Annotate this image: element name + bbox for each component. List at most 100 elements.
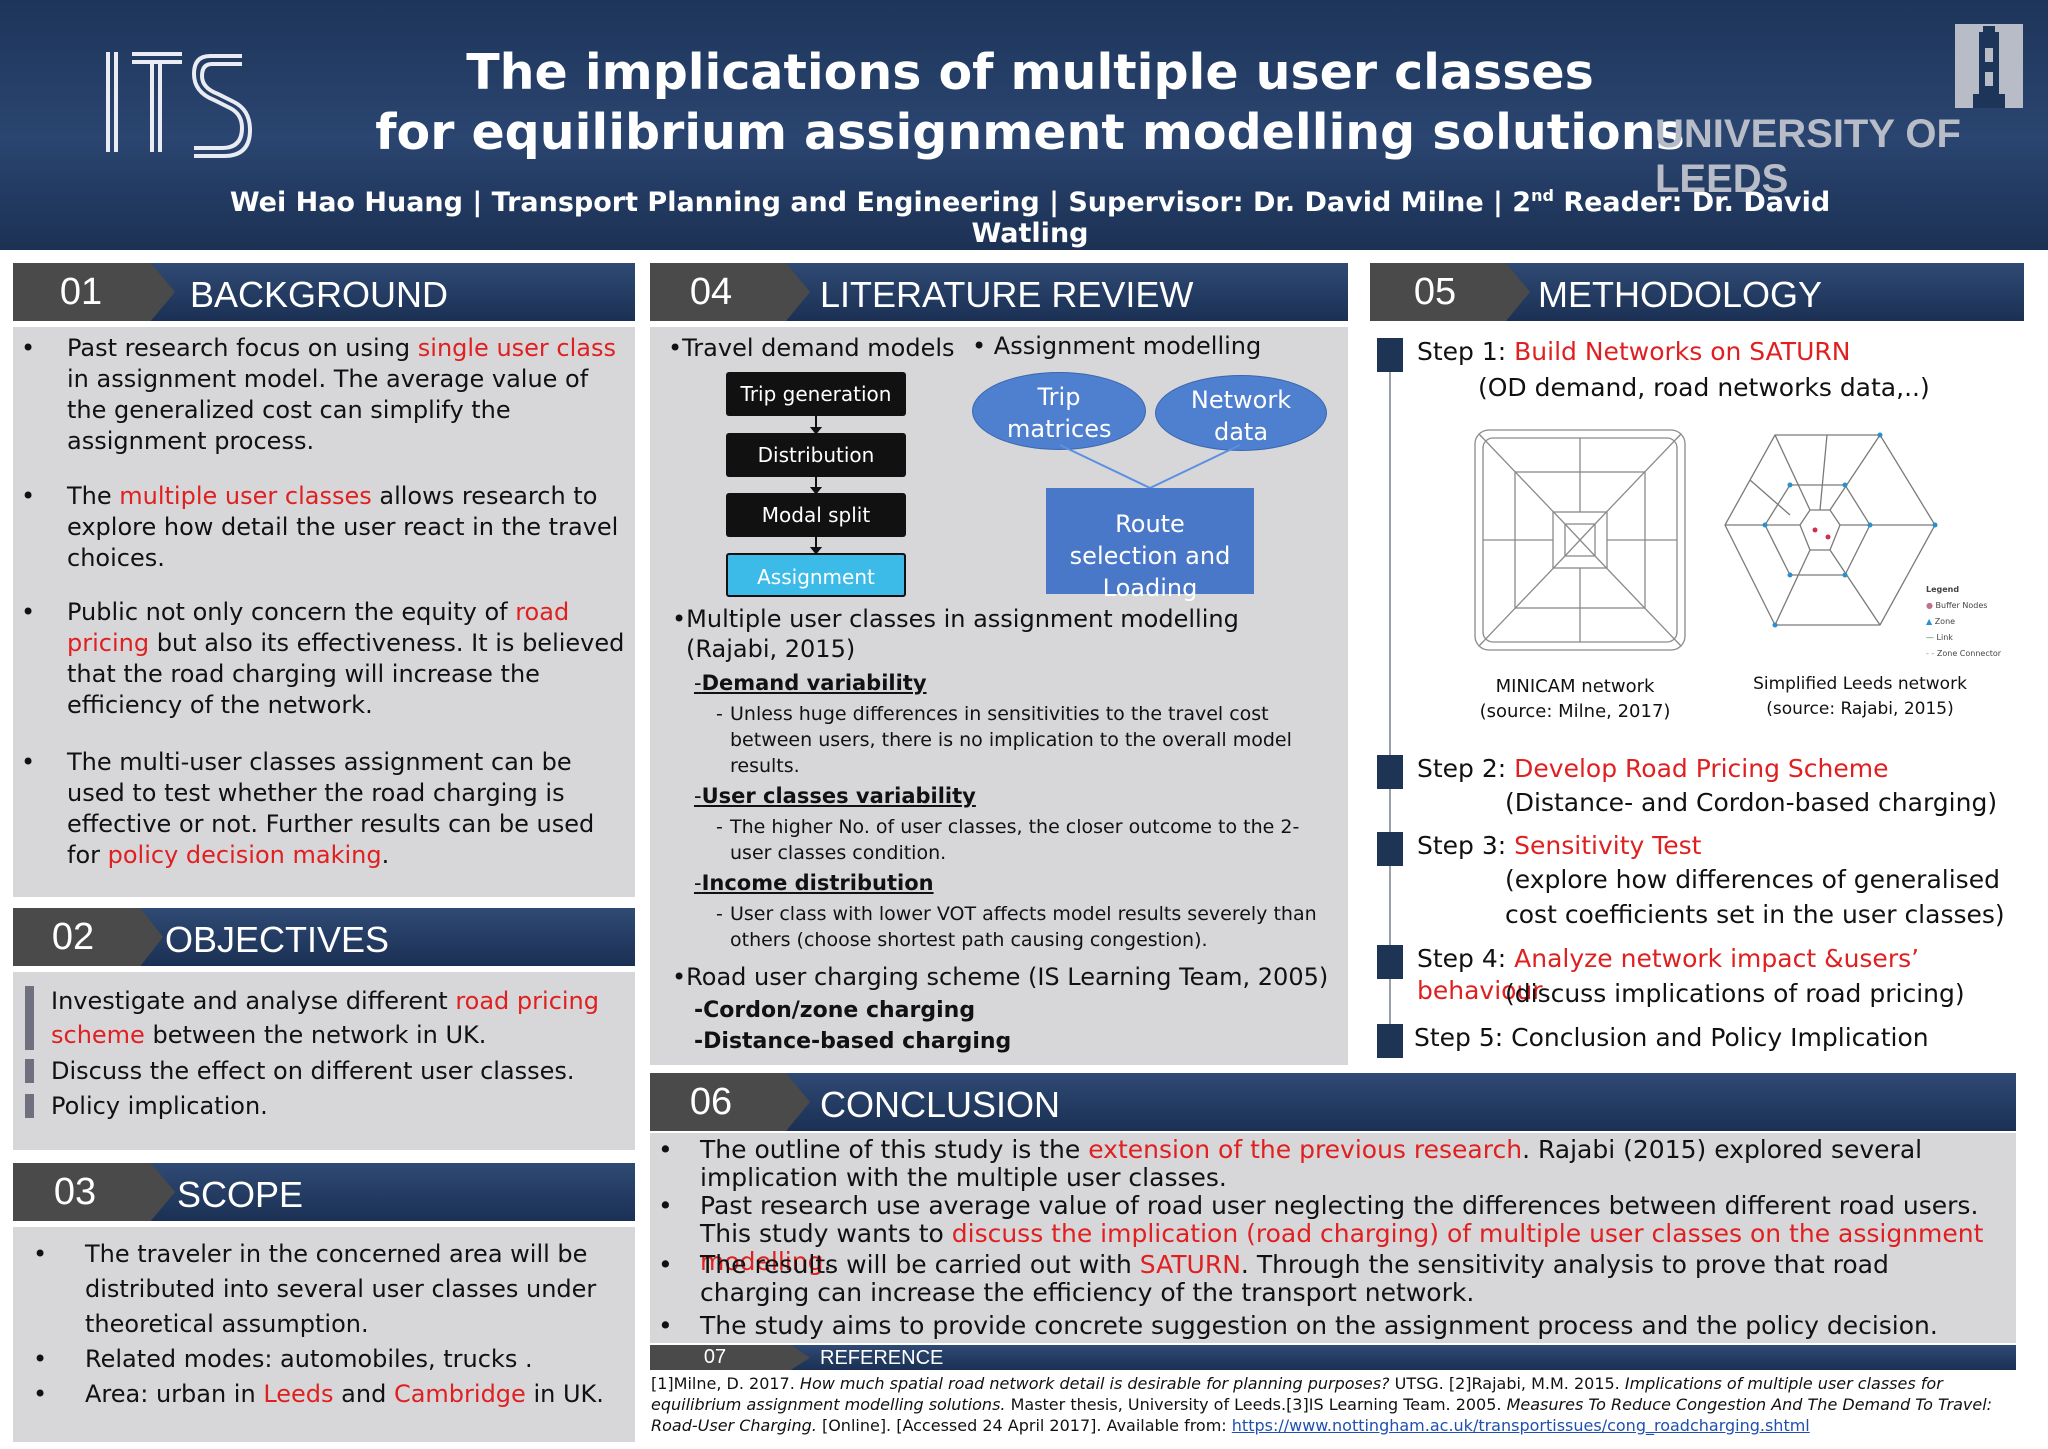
author-line-a: Wei Hao Huang | Transport Planning and E… [229,187,1532,218]
university-tower-icon [1955,24,2023,108]
highlight: single user class [417,334,616,362]
leeds-caption: Simplified Leeds network (source: Rajabi… [1740,672,1980,722]
link-line-icon: — [1926,633,1934,642]
text: Investigate and analyse different [51,987,456,1015]
objectives-panel: Investigate and analyse different road p… [13,972,635,1150]
step-5: Step 5: Conclusion and Policy Implicatio… [1414,1023,1929,1052]
route-selection-box: Route selection and Loading [1046,488,1254,602]
minicam-network-diagram [1474,429,1686,651]
section-title: BACKGROUND [190,274,449,315]
scope-panel: • The traveler in the concerned area wil… [13,1227,635,1442]
bullet-dot: • [21,334,36,362]
bullet-dot: • [21,482,36,510]
step-2-desc: (Distance- and Cordon-based charging) [1505,788,1998,817]
flow-modal-split: Modal split [726,493,906,537]
poster-title-line2: for equilibrium assignment modelling sol… [375,104,1685,161]
bullet-dot: • [658,1135,673,1164]
user-classes-variability-desc: -The higher No. of user classes, the clo… [716,816,1300,864]
section-header-reference: 07 REFERENCE [650,1345,2016,1370]
text: Area: urban in Leeds and Cambridge in UK… [85,1380,604,1408]
section-number: 04 [650,263,810,321]
bullet-dot: • [658,1250,673,1279]
leeds-source: (source: Rajabi, 2015) [1766,699,1954,719]
legend-zone: ▲ Zone [1926,617,1956,626]
highlight: road pricing scheme [51,987,599,1049]
step-marker [1377,755,1403,789]
step-1: Step 1: Build Networks on SATURN [1417,337,1851,366]
leeds-title: Simplified Leeds network [1753,674,1967,694]
minicam-source: (source: Milne, 2017) [1479,701,1671,722]
section-number: 02 [13,908,163,966]
flow-arrows-icon [809,416,823,555]
buffer-node-icon: ● [1926,601,1933,610]
multi-user-heading: •Multiple user classes in assignment mod… [672,605,1239,633]
section-header-literature: 04 LITERATURE REVIEW [650,263,1348,321]
text: The traveler in the concerned area will … [85,1240,597,1338]
objective-3: Policy implication. [51,1092,268,1120]
flow-assignment: Assignment [726,553,906,597]
section-title: SCOPE [177,1174,304,1215]
flow-distribution: Distribution [726,433,906,477]
university-name: UNIVERSITY OF LEEDS [1655,112,1961,201]
bullet-dot: • [33,1345,48,1373]
section-title: METHODOLOGY [1538,274,1823,315]
travel-demand-heading: •Travel demand models [668,334,955,362]
step-marker [1377,945,1403,979]
cordon-charging: -Cordon/zone charging [694,998,976,1023]
background-panel: • Past research focus on using single us… [13,327,635,897]
objective-marker [25,1094,34,1118]
leeds-network-diagram [1724,432,1938,628]
section-header-conclusion: 06 CONCLUSION [650,1073,2016,1131]
reference-link[interactable]: https://www.nottingham.ac.uk/transportis… [1231,1416,1810,1435]
author-line: Wei Hao Huang | Transport Planning and E… [200,186,1860,249]
objective-marker [25,986,34,1050]
text: Past research focus on using [67,334,418,362]
text: in assignment model. The average value o… [67,365,589,455]
poster-title-line1: The implications of multiple user classe… [466,44,1594,101]
bullet-dot: • [658,1191,673,1220]
bullet-dot: • [33,1380,48,1408]
user-classes-variability-heading: -User classes variability [694,784,976,808]
section-header-scope: 03 SCOPE [13,1163,635,1221]
section-title: OBJECTIVES [165,919,390,960]
highlight: multiple user classes [119,482,372,510]
conclusion-panel [650,1133,2016,1343]
trip-matrices-node: Trip matrices [972,372,1146,450]
assignment-modelling-heading: • Assignment modelling [972,332,1262,360]
income-distribution-heading: -Income distribution [694,871,934,895]
network-legend: Legend ● Buffer Nodes ▲ Zone — Link - - … [1926,582,2022,662]
section-number: 03 [13,1163,175,1221]
legend-connector: - - Zone Connector [1926,649,2002,658]
step-2: Step 2: Develop Road Pricing Scheme [1417,754,1889,783]
section-header-objectives: 02 OBJECTIVES [13,908,635,966]
zone-icon: ▲ [1926,617,1933,626]
text: . [381,841,390,869]
highlight: road pricing [67,598,570,657]
multi-user-cite: (Rajabi, 2015) [686,635,856,663]
step-marker [1377,338,1403,372]
income-distribution-desc: -User class with lower VOT affects model… [716,903,1317,951]
objective-2: Discuss the effect on different user cla… [51,1057,575,1085]
minicam-caption: MINICAM network (source: Milne, 2017) [1460,674,1690,724]
step-marker [1377,1024,1403,1058]
section-number: 07 [650,1345,810,1370]
flow-trip-generation: Trip generation [726,372,906,416]
step-4-desc: (discuss implications of road pricing) [1505,979,1965,1008]
methodology-timeline [1389,340,1391,1040]
text: between the network in UK. [144,1021,487,1049]
author-line-sup: nd [1531,186,1554,205]
step-marker [1377,832,1403,866]
step-4: Step 4: Analyze network impact &users’ b… [1417,944,1920,1005]
step-1-desc: (OD demand, road networks data,..) [1478,373,1930,402]
section-header-background: 01 BACKGROUND [13,263,635,321]
step-3-desc-2: cost coefficients set in the user classe… [1505,900,2005,929]
demand-variability-desc: -Unless huge differences in sensitivitie… [716,703,1292,777]
section-number: 01 [13,263,175,321]
highlight: policy decision making [107,841,382,869]
reference-text: [1]Milne, D. 2017. How much spatial road… [651,1374,1993,1435]
text: The [67,482,120,510]
step-3-desc-1: (explore how differences of generalised [1505,865,2000,894]
connector-line-icon: - - [1926,649,1935,658]
text: allows research to explore how detail th… [67,482,619,572]
text: Public not only concern the equity of [67,598,516,626]
